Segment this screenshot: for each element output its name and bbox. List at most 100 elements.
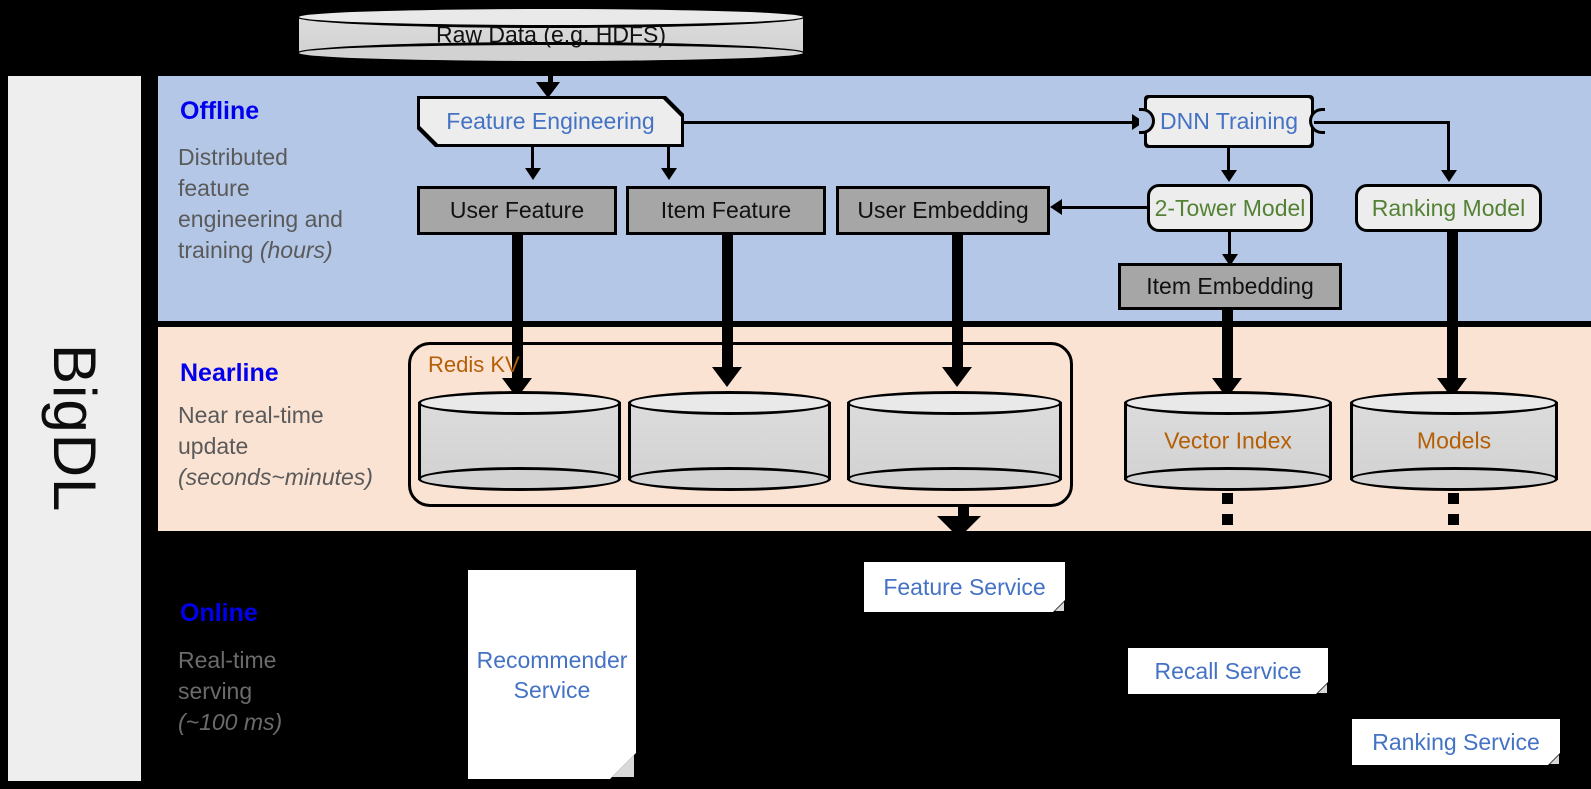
online-stage-desc: Real-time serving (~100 ms) xyxy=(178,645,408,738)
user-embedding-label: User Embedding xyxy=(857,197,1029,223)
edge-twotower-to-itememb xyxy=(1228,232,1231,258)
redis-cyl2-top xyxy=(628,391,831,415)
dnn-training-fill: DNN Training xyxy=(1147,98,1311,145)
edge-dnn-to-rankingmodel-arrowhead xyxy=(1441,170,1457,182)
raw-data-cyl-bottom xyxy=(296,42,806,64)
bigdl-rail xyxy=(8,76,141,781)
redis-cylinder-2[interactable] xyxy=(628,391,831,491)
edge-twotower-to-userembedding-arrowhead xyxy=(1050,199,1062,215)
item-embedding-node[interactable]: Item Embedding xyxy=(1118,263,1342,310)
item-feature-node[interactable]: Item Feature xyxy=(626,186,826,235)
ranking-model-node[interactable]: Ranking Model xyxy=(1355,184,1542,232)
offline-desc-l2: feature xyxy=(178,175,250,201)
edge-fe-to-itemfeature-arrowhead xyxy=(661,168,677,180)
user-feature-node[interactable]: User Feature xyxy=(417,186,617,235)
vector-index-cyl-bottom xyxy=(1124,467,1332,491)
dash-vectorindex-1 xyxy=(1222,493,1233,504)
redis-cyl1-bottom xyxy=(418,467,621,491)
redis-cyl1-top xyxy=(418,391,621,415)
dash-models-1 xyxy=(1448,493,1459,504)
feature-service-fold xyxy=(1055,602,1064,611)
edge-dnn-to-rankingmodel-v xyxy=(1447,121,1450,173)
nearline-stage-title: Nearline xyxy=(180,359,279,387)
edge-dnn-to-rankingmodel-h xyxy=(1314,121,1450,124)
vector-index-label: Vector Index xyxy=(1164,427,1292,454)
feature-engineering-node[interactable]: Feature Engineering xyxy=(417,96,684,147)
edge-redis-to-featureservice-arrowhead xyxy=(937,516,981,538)
offline-stage-title: Offline xyxy=(180,97,260,125)
raw-data-label: Raw Data (e.g. HDFS) xyxy=(435,21,667,48)
edge-fe-to-dnn xyxy=(684,121,1134,124)
pipe-userembedding-to-redis xyxy=(952,235,963,375)
ranking-model-label: Ranking Model xyxy=(1371,194,1526,221)
item-embedding-label: Item Embedding xyxy=(1146,273,1314,299)
user-embedding-node[interactable]: User Embedding xyxy=(836,186,1050,235)
edge-fe-to-userfeature xyxy=(531,147,534,172)
recommender-service-node[interactable]: Recommender Service xyxy=(468,570,636,779)
edge-rawdata-to-fe-arrowhead xyxy=(536,82,560,98)
pipe-itemfeature-arrowhead xyxy=(712,367,742,387)
dnn-training-left-notch xyxy=(1139,108,1155,134)
recommender-service-fold xyxy=(612,755,634,777)
pipe-userembedding-arrowhead xyxy=(942,367,972,387)
offline-desc-l4: training xyxy=(178,237,260,263)
vector-index-cyl-top xyxy=(1124,391,1332,415)
redis-kv-label: Redis KV xyxy=(428,352,520,377)
edge-fe-to-userfeature-arrowhead xyxy=(525,168,541,180)
dnn-training-label: DNN Training xyxy=(1159,108,1299,134)
ranking-service-label: Ranking Service xyxy=(1372,728,1540,755)
raw-data-cyl-top xyxy=(296,6,806,28)
pipe-userfeature-to-redis xyxy=(512,235,523,387)
redis-cylinder-3[interactable] xyxy=(847,391,1062,491)
two-tower-model-label: 2-Tower Model xyxy=(1154,194,1306,221)
models-cyl-top xyxy=(1350,391,1558,415)
online-desc-l1: Real-time xyxy=(178,647,277,673)
online-desc-l2: serving xyxy=(178,678,253,704)
pipe-itemfeature-to-redis xyxy=(722,235,733,375)
feature-service-node[interactable]: Feature Service xyxy=(864,562,1065,612)
dash-vectorindex-2 xyxy=(1222,514,1233,525)
recall-service-fold xyxy=(1318,684,1327,693)
bigdl-text: BigDL xyxy=(41,344,108,513)
models-cyl-bottom xyxy=(1350,467,1558,491)
ranking-service-node[interactable]: Ranking Service xyxy=(1352,719,1560,765)
edge-rawdata-to-fe xyxy=(548,64,553,88)
item-feature-label: Item Feature xyxy=(660,197,792,223)
dash-models-2 xyxy=(1448,514,1459,525)
edge-dnn-to-twotower xyxy=(1227,148,1230,173)
edge-fe-to-itemfeature xyxy=(667,147,670,172)
edge-twotower-to-userembedding xyxy=(1060,206,1150,209)
feature-engineering-fill: Feature Engineering xyxy=(420,99,681,144)
feature-engineering-label: Feature Engineering xyxy=(446,108,655,134)
offline-desc-l1: Distributed xyxy=(178,144,288,170)
redis-cyl3-bottom xyxy=(847,467,1062,491)
redis-cyl3-top xyxy=(847,391,1062,415)
ranking-service-fold xyxy=(1550,755,1559,764)
nearline-desc-l1: Near real-time xyxy=(178,402,324,428)
nearline-stage-desc: Near real-time update (seconds~minutes) xyxy=(178,400,408,493)
offline-desc-l3: engineering and xyxy=(178,206,343,232)
dash-redis-to-featureservice xyxy=(958,505,969,516)
edge-dnn-to-twotower-arrowhead xyxy=(1221,170,1237,182)
pipe-rankingmodel-to-models xyxy=(1447,232,1458,385)
vector-index-cylinder[interactable]: Vector Index xyxy=(1124,391,1332,491)
recall-service-node[interactable]: Recall Service xyxy=(1128,648,1328,694)
recommender-service-label-l1: Recommender xyxy=(476,646,628,673)
two-tower-model-node[interactable]: 2-Tower Model xyxy=(1147,184,1313,232)
bigdl-label: BigDL xyxy=(8,76,141,781)
models-label: Models xyxy=(1416,427,1492,454)
redis-cyl2-bottom xyxy=(628,467,831,491)
online-stage-title: Online xyxy=(180,599,258,627)
recommender-service-label-l2: Service xyxy=(513,676,591,703)
dnn-training-node[interactable]: DNN Training xyxy=(1144,95,1314,148)
feature-service-label: Feature Service xyxy=(883,573,1046,600)
redis-kv-container[interactable] xyxy=(408,342,1073,507)
user-feature-label: User Feature xyxy=(449,197,585,223)
nearline-desc-l2: update xyxy=(178,433,249,459)
online-desc-em: (~100 ms) xyxy=(178,709,283,735)
raw-data-cylinder: Raw Data (e.g. HDFS) xyxy=(296,6,806,64)
redis-cylinder-1[interactable] xyxy=(418,391,621,491)
models-cylinder[interactable]: Models xyxy=(1350,391,1558,491)
recall-service-label: Recall Service xyxy=(1154,657,1302,684)
